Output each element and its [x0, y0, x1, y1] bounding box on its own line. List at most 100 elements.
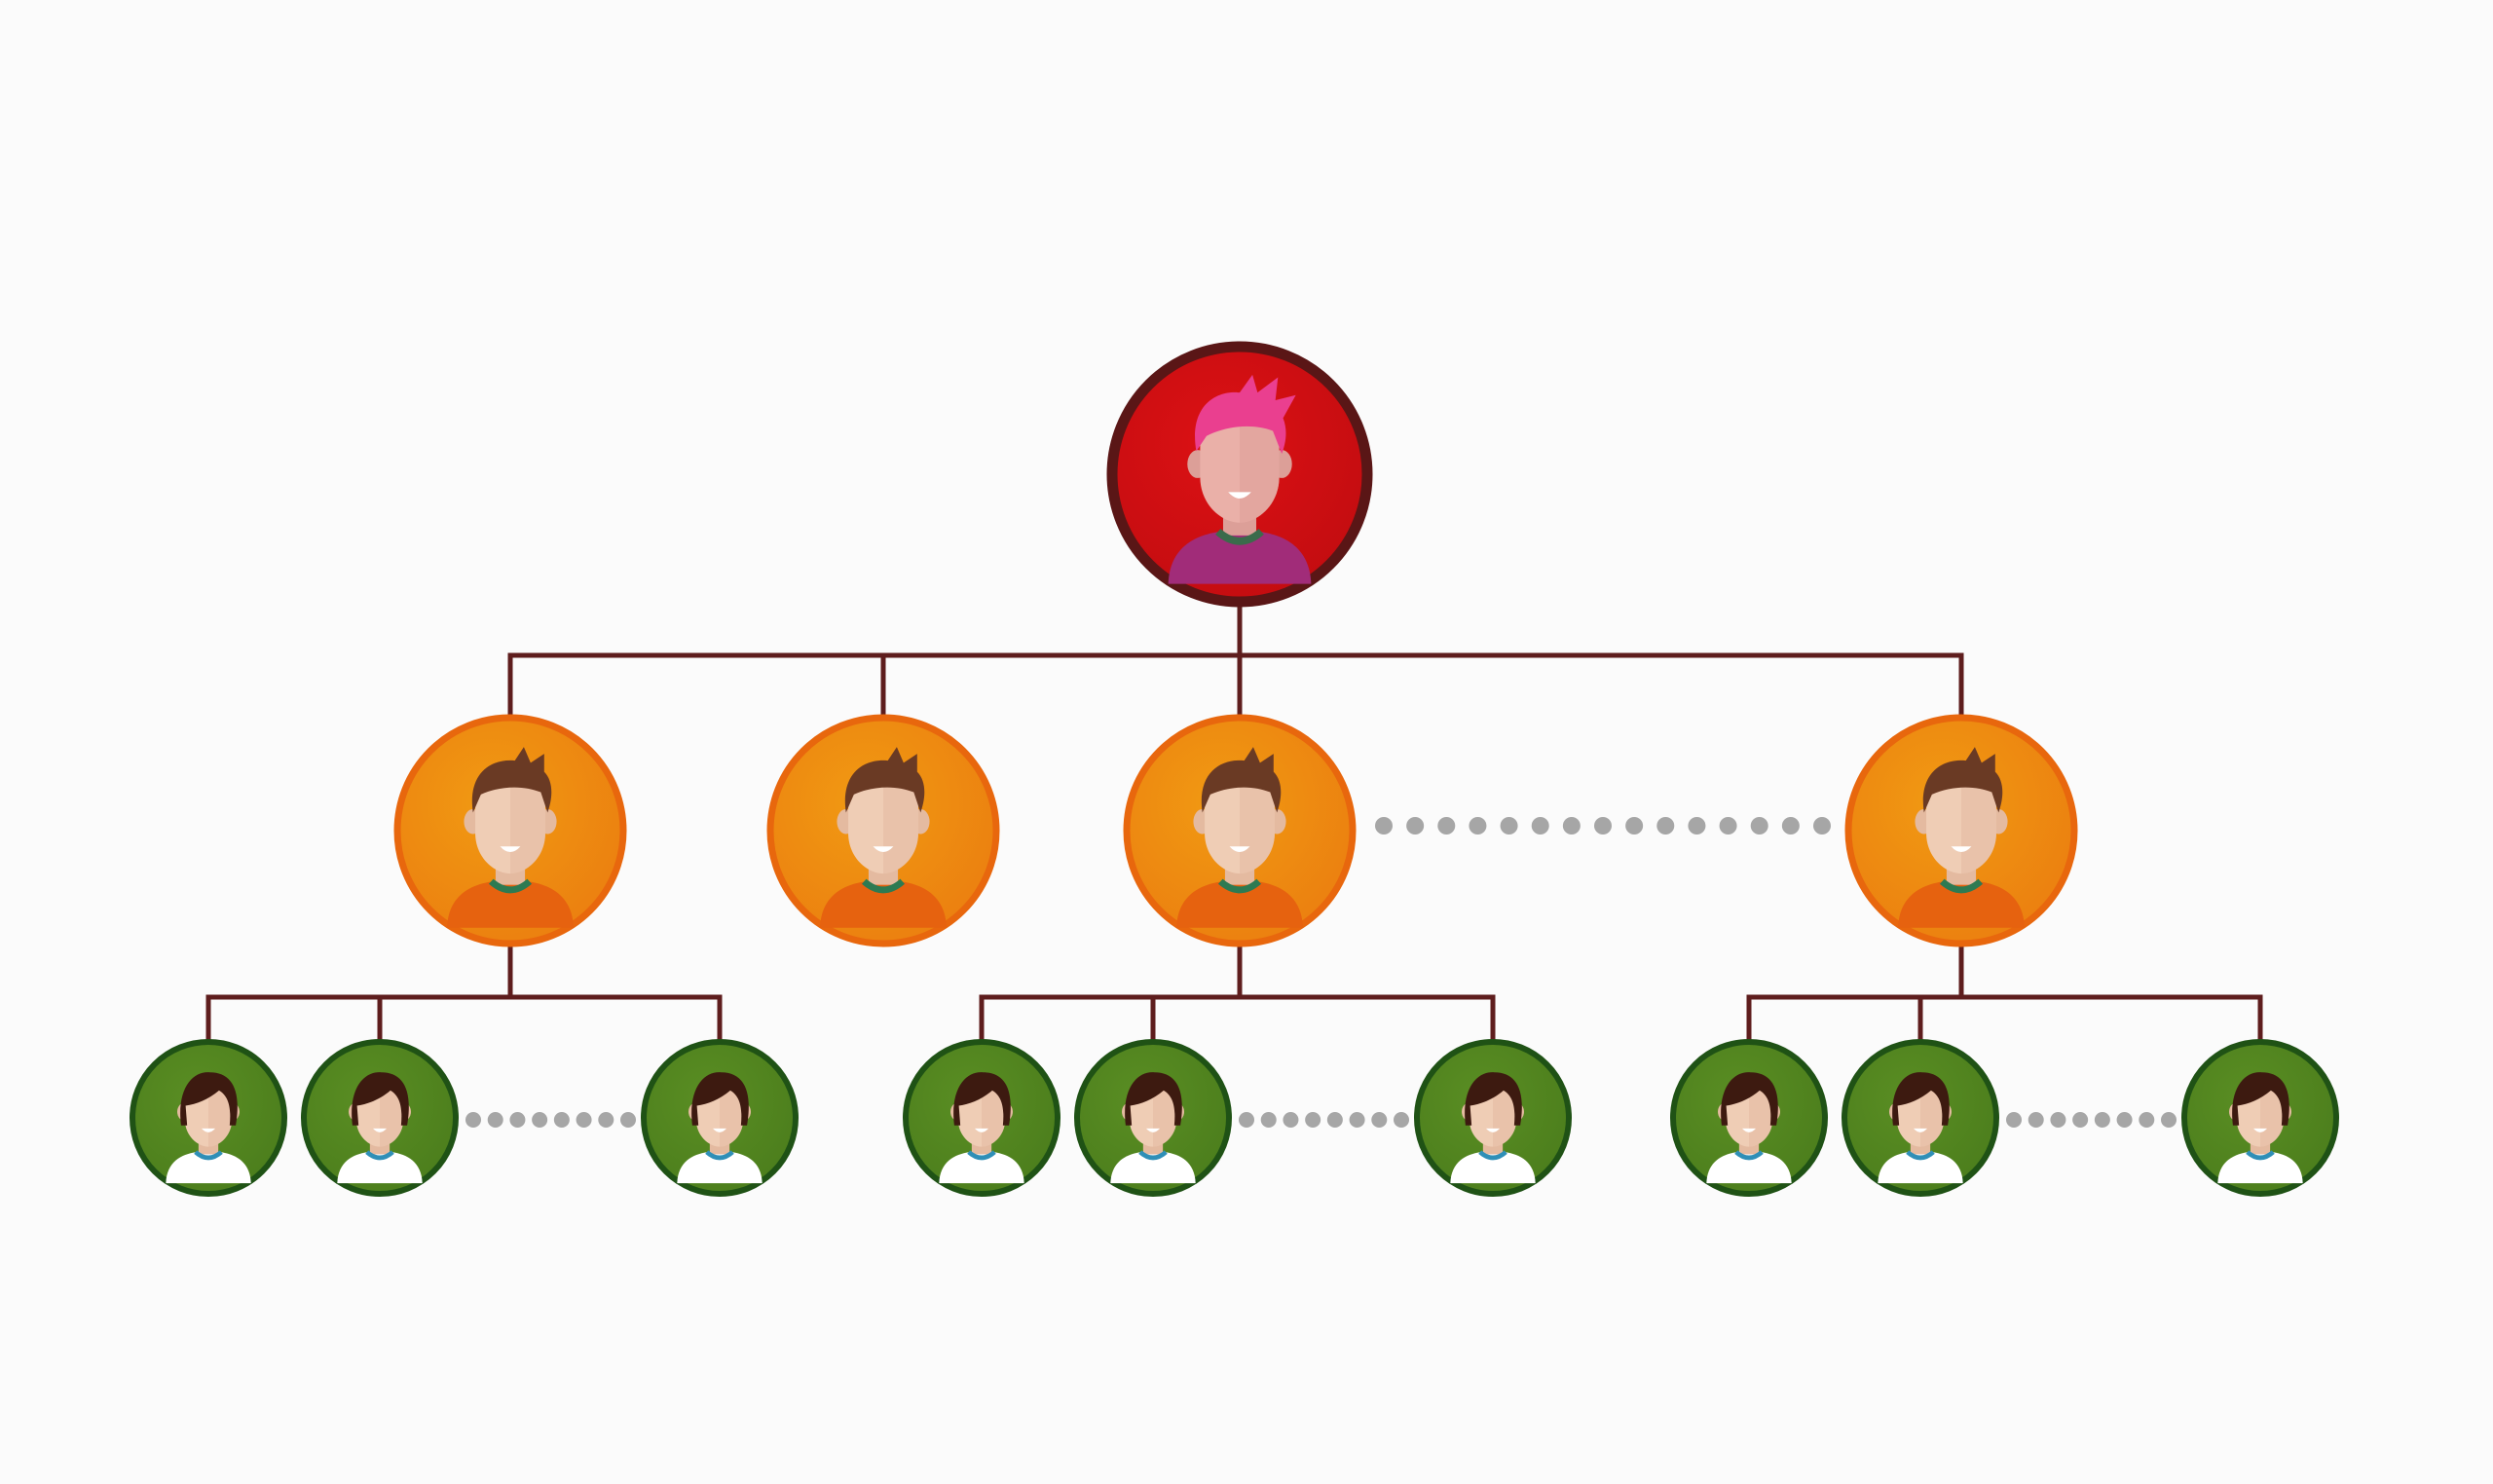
ellipsis-dots-icon	[2006, 1112, 2177, 1128]
ellipsis-dot	[1500, 817, 1518, 835]
hair	[471, 747, 552, 813]
hair	[2232, 1072, 2289, 1126]
ellipsis-dot	[620, 1112, 636, 1128]
collar	[488, 878, 533, 894]
ellipsis-dot	[1594, 817, 1612, 835]
person-avatar-icon	[1168, 374, 1312, 584]
person-avatar-icon	[166, 1072, 251, 1184]
person-avatar-icon	[1706, 1072, 1792, 1184]
ellipsis-dot	[2028, 1112, 2044, 1128]
shirt	[820, 881, 947, 928]
head-shade	[510, 771, 545, 874]
staff-node	[301, 1039, 459, 1197]
collar	[1217, 878, 1262, 894]
shirt	[677, 1152, 763, 1184]
ellipsis-dots-icon	[1375, 817, 1831, 835]
smile	[500, 846, 521, 853]
head-shade	[883, 771, 918, 874]
shirt	[166, 1152, 251, 1184]
shirt	[1176, 881, 1303, 928]
head-shade	[1240, 771, 1275, 874]
root-node	[1106, 341, 1373, 608]
shirt	[939, 1152, 1024, 1184]
person-avatar-icon	[677, 1072, 763, 1184]
smile	[2252, 1128, 2268, 1132]
hair	[1892, 1072, 1950, 1126]
collar	[1215, 528, 1264, 545]
ellipsis-dot	[1283, 1112, 1299, 1128]
shirt	[1898, 881, 2025, 928]
ellipsis-dot	[1239, 1112, 1254, 1128]
ellipsis-dot	[576, 1112, 592, 1128]
person-avatar-icon	[447, 747, 574, 928]
person-avatar-icon	[939, 1072, 1024, 1184]
collar	[194, 1150, 223, 1161]
smile	[1229, 846, 1250, 853]
hair	[1922, 747, 2003, 813]
ellipsis-dot	[1260, 1112, 1277, 1128]
collar	[1138, 1150, 1168, 1161]
shirt	[337, 1152, 423, 1184]
ellipsis-dot	[2094, 1112, 2110, 1128]
ellipsis-dot	[465, 1112, 481, 1128]
smile	[1951, 846, 1972, 853]
ellipsis-dot	[2116, 1112, 2133, 1128]
staff-node	[903, 1039, 1060, 1197]
person-avatar-icon	[1450, 1072, 1536, 1184]
ellipsis-dot	[487, 1112, 503, 1128]
collar	[365, 1150, 394, 1161]
head-shade	[1961, 771, 1996, 874]
shirt	[1878, 1152, 1963, 1184]
hair	[691, 1072, 749, 1126]
manager-node	[393, 714, 627, 947]
person-avatar-icon	[337, 1072, 423, 1184]
ellipsis-dot	[1781, 817, 1800, 835]
manager-node	[766, 714, 1000, 947]
collar	[967, 1150, 996, 1161]
shirt	[1450, 1152, 1536, 1184]
staff-node	[130, 1039, 287, 1197]
person-avatar-icon	[820, 747, 947, 928]
ellipsis-dot	[1375, 817, 1393, 835]
collar	[1478, 1150, 1507, 1161]
ellipsis-dot	[2161, 1112, 2177, 1128]
ellipsis-dot	[1437, 817, 1456, 835]
ellipsis-dot	[2072, 1112, 2089, 1128]
staff-node	[1074, 1039, 1232, 1197]
ellipsis-dot	[1371, 1112, 1388, 1128]
ellipsis-dot	[1349, 1112, 1365, 1128]
ellipsis-dot	[1625, 817, 1644, 835]
connector-lines	[205, 599, 2263, 1045]
ellipsis-dot	[598, 1112, 614, 1128]
person-avatar-icon	[1176, 747, 1303, 928]
smile	[1485, 1128, 1501, 1132]
collar	[2246, 1150, 2275, 1161]
hair	[1125, 1072, 1182, 1126]
ellipsis-dot	[1531, 817, 1549, 835]
collar	[861, 878, 906, 894]
ellipsis-dot	[532, 1112, 548, 1128]
staff-node	[641, 1039, 799, 1197]
collar	[705, 1150, 734, 1161]
shirt	[1110, 1152, 1196, 1184]
hair	[844, 747, 925, 813]
ellipsis-dot	[1656, 817, 1675, 835]
ellipsis-dot	[1719, 817, 1737, 835]
hair	[1465, 1072, 1522, 1126]
staff-node	[1414, 1039, 1572, 1197]
smile	[201, 1128, 216, 1132]
head-shade	[1240, 407, 1280, 523]
collar	[1906, 1150, 1935, 1161]
ellipsis-dot	[2139, 1112, 2155, 1128]
ellipsis-dot	[553, 1112, 570, 1128]
hair	[953, 1072, 1011, 1126]
hair	[1201, 747, 1282, 813]
ellipsis-dot	[2050, 1112, 2066, 1128]
ellipsis-dot	[1394, 1112, 1409, 1128]
ellipsis-dot	[1750, 817, 1768, 835]
shirt	[447, 881, 574, 928]
staff-node	[1670, 1039, 1828, 1197]
ellipsis-dot	[1813, 817, 1831, 835]
